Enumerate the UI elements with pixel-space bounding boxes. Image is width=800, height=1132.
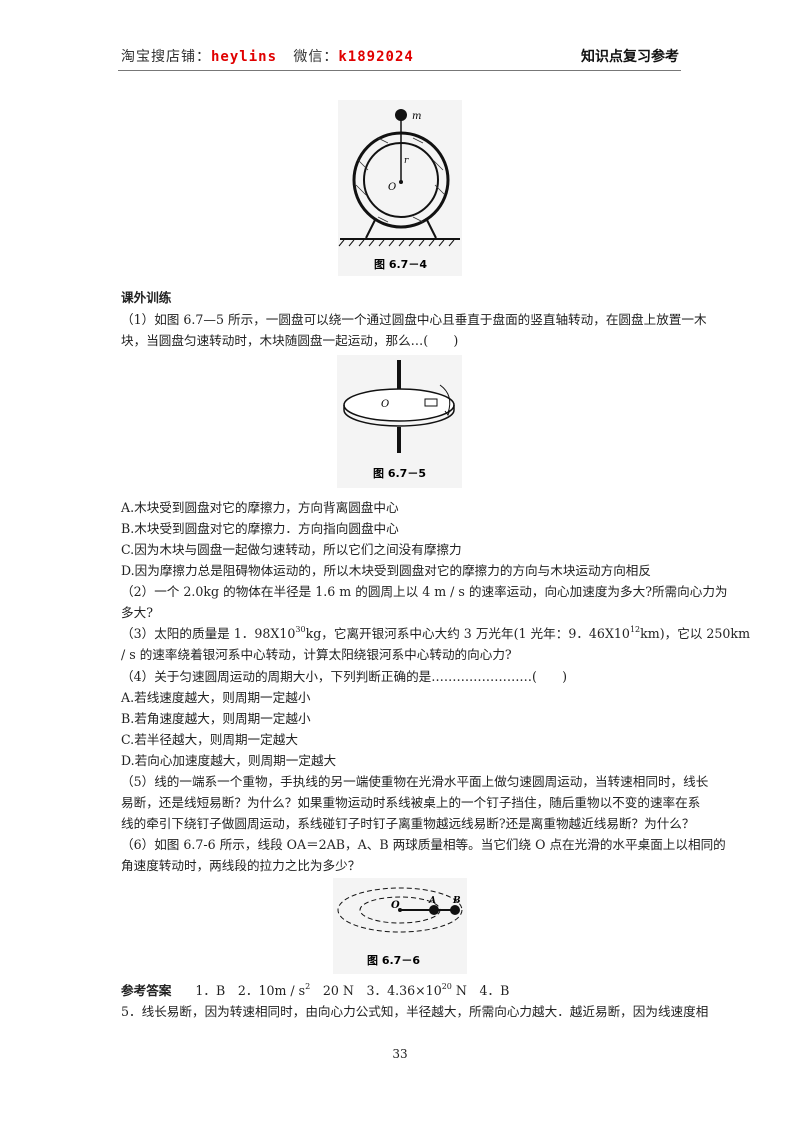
q3-line2: / s 的速率绕着银河系中心转动，计算太阳绕银河系中心转动的向心力?: [121, 647, 512, 662]
q4-option-a: A.若线速度越大，则周期一定越小: [121, 690, 311, 705]
answers-title: 参考答案: [121, 983, 172, 998]
q1-option-b: B.木块受到圆盘对它的摩擦力．方向指向圆盘中心: [121, 521, 399, 536]
label-m: m: [412, 111, 421, 122]
label-b: B: [452, 896, 461, 906]
q3-exp: 30: [295, 625, 306, 634]
figure-6-7-5: O 图 6.7－5: [337, 355, 462, 488]
label-o: O: [391, 900, 400, 911]
label-o: O: [381, 399, 389, 410]
q6-line: （6）如图 6.7-6 所示，线段 OA＝2AB，A、B 两球质量相等。当它们绕…: [121, 837, 726, 852]
wechat-id: k1892024: [338, 49, 414, 65]
q1-option-d: D.因为摩擦力总是阻碍物体运动的，所以木块受到圆盘对它的摩擦力的方向与木块运动方…: [121, 563, 651, 578]
q3-text: km)，它以 250km: [640, 626, 751, 641]
answers-line1: 参考答案 1．B 2．10m / s2 20 N 3．4.36×1020 N 4…: [121, 981, 509, 1001]
header-left: 淘宝搜店铺：heylins 微信：k1892024: [121, 46, 414, 66]
q5-line: （5）线的一端系一个重物，手执线的另一端使重物在光滑水平面上做匀速圆周运动，当转…: [121, 774, 709, 789]
q1-line2: 块，当圆盘匀速转动时，木块随圆盘一起运动，那么…( ): [121, 333, 459, 348]
q1-option-a: A.木块受到圆盘对它的摩擦力，方向背离圆盘中心: [121, 500, 399, 515]
q3-line1: （3）太阳的质量是 1．98X1030kg，它离开银河系中心大约 3 万光年(1…: [121, 624, 750, 644]
q3-text: kg，它离开银河系中心大约 3 万光年(1 光年：9．46X10: [305, 626, 630, 641]
section-title: 课外训练: [121, 290, 172, 305]
q2-line2: 多大?: [121, 605, 153, 620]
q4-line1: （4）关于匀速圆周运动的周期大小，下列判断正确的是……………………( ): [121, 669, 568, 684]
q5-line: 易断，还是线短易断？为什么？如果重物运动时系线被桌上的一个钉子挡住，随后重物以不…: [121, 795, 701, 810]
q4-option-b: B.若角速度越大，则周期一定越小: [121, 711, 311, 726]
figure-caption: 图 6.7－6: [367, 954, 420, 967]
wheel-diagram: m r O 图 6.7－4: [338, 109, 460, 271]
wechat-label: 微信：: [293, 49, 339, 65]
q6-line: 角速度转动时，两线段的拉力之比为多少？: [121, 858, 361, 873]
q1-line1: （1）如图 6.7—5 所示，一圆盘可以绕一个通过圆盘中心且垂直于盘面的竖直轴转…: [121, 312, 707, 327]
answer-text: 20 N 3．4.36×10: [310, 983, 442, 998]
figure-6-7-6: O A B 图 6.7－6: [333, 878, 467, 974]
q3-text: （3）太阳的质量是 1．98X10: [121, 626, 296, 641]
header-title: 知识点复习参考: [581, 49, 679, 65]
label-o: O: [388, 182, 396, 193]
header-rule: [118, 70, 681, 71]
answer-exp: 20: [441, 982, 452, 991]
page-number: 33: [392, 1047, 408, 1061]
q3-exp: 12: [629, 625, 641, 634]
disc-diagram: O 图 6.7－5: [343, 360, 455, 480]
answers-line2: 5．线长易断，因为转速相同时，由向心力公式知，半径越大，所需向心力越大．越近易断…: [121, 1004, 709, 1019]
shop-name: heylins: [211, 49, 278, 65]
figure-caption: 图 6.7－4: [374, 258, 427, 271]
q4-option-c: C.若半径越大，则周期一定越大: [121, 732, 298, 747]
two-ball-diagram: O A B 图 6.7－6: [337, 887, 463, 967]
figure-6-7-4: m r O 图 6.7－4: [338, 100, 462, 276]
q5-line: 线的牵引下绕钉子做圆周运动，系线碰钉子时钉子离重物越远线易断?还是离重物越近线易…: [121, 816, 695, 831]
q2-line1: （2）一个 2.0kg 的物体在半径是 1.6 m 的圆周上以 4 m / s …: [121, 584, 728, 599]
figure-caption: 图 6.7－5: [373, 467, 426, 480]
page-header: 淘宝搜店铺：heylins 微信：k1892024 知识点复习参考: [121, 46, 679, 68]
label-r: r: [404, 156, 409, 166]
q4-option-d: D.若向心加速度越大，则周期一定越大: [121, 753, 337, 768]
label-a: A: [428, 896, 436, 906]
q1-option-c: C.因为木块与圆盘一起做匀速转动，所以它们之间没有摩擦力: [121, 542, 462, 557]
answer-text: 1．B 2．10m / s: [195, 983, 306, 998]
shop-label: 淘宝搜店铺：: [121, 49, 211, 65]
answer-text: N 4．B: [451, 983, 510, 998]
answer-exp: 2: [305, 982, 311, 991]
